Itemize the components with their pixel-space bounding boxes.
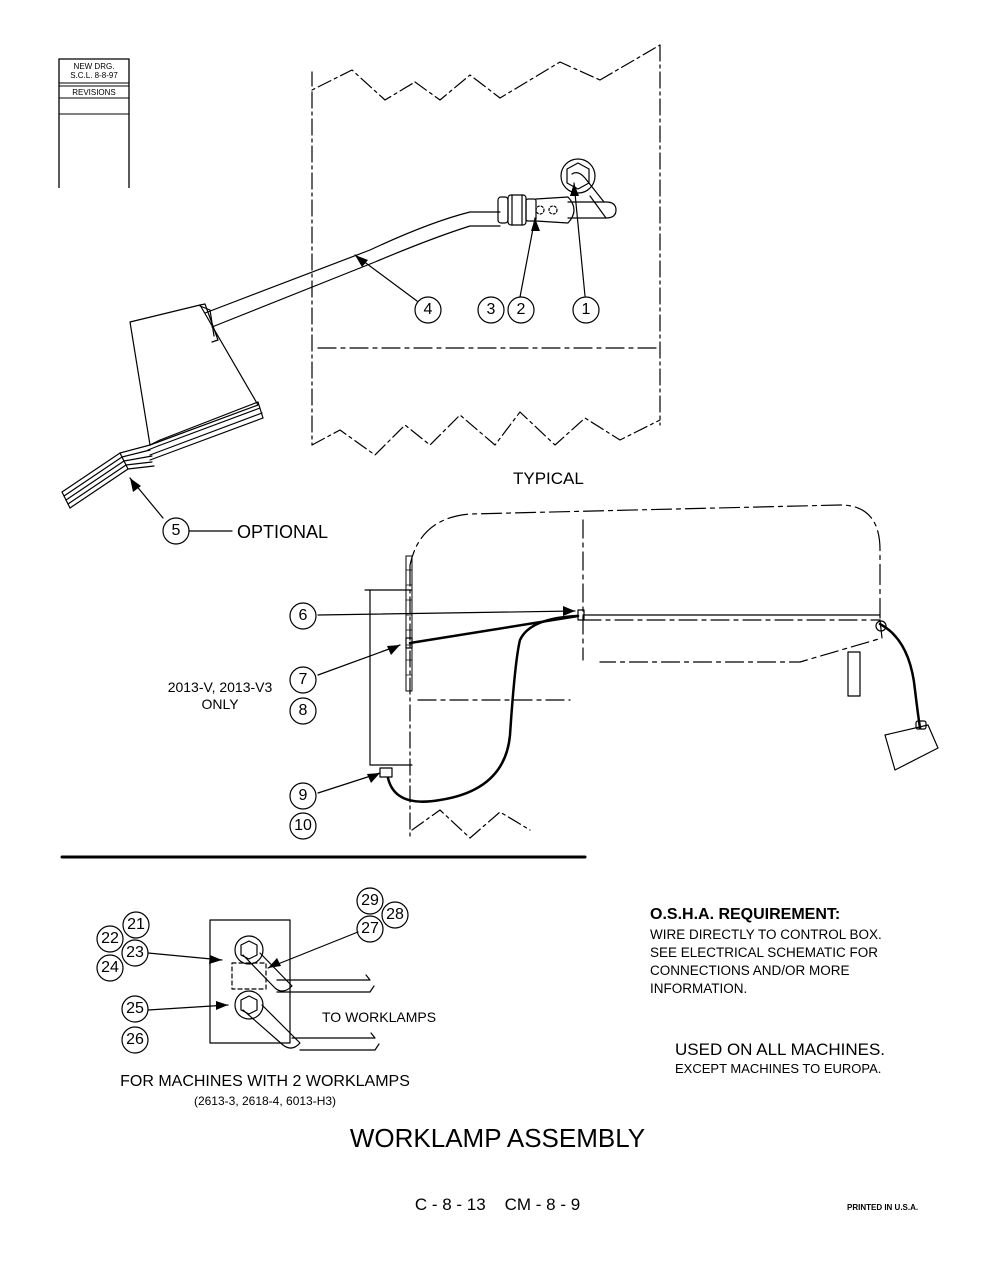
callout-25: 25 <box>126 1000 144 1017</box>
machine-side-outline <box>364 504 883 839</box>
revision-header: REVISIONS <box>72 88 116 97</box>
lamp-arm-tube <box>204 211 501 328</box>
callout-23: 23 <box>126 944 144 961</box>
two-lamps-models: (2613-3, 2618-4, 6013-H3) <box>193 1094 337 1108</box>
callout-6: 6 <box>298 607 308 624</box>
callout-1: 1 <box>581 301 591 318</box>
cable-grommet <box>577 609 585 621</box>
small-lamp <box>875 620 939 771</box>
two-lamps-title: FOR MACHINES WITH 2 WORKLAMPS <box>120 1073 410 1090</box>
callout-circles <box>96 296 600 1054</box>
optional-bracket <box>61 444 155 509</box>
leader-arrowheads-detail <box>209 955 281 1010</box>
callout-27: 27 <box>361 920 379 937</box>
page-title: WORKLAMP ASSEMBLY <box>349 1123 646 1153</box>
leader-arrowheads-side <box>367 606 575 783</box>
label-optional: OPTIONAL <box>237 522 329 542</box>
revision-new-drg: NEW DRG. <box>73 62 115 71</box>
callout-8: 8 <box>298 702 308 719</box>
mounting-panel-top <box>311 44 661 456</box>
page-code: C - 8 - 13 CM - 8 - 9 <box>414 1195 581 1214</box>
usage-line-2: EXCEPT MACHINES TO EUROPA. <box>675 1061 882 1076</box>
callout-26: 26 <box>126 1031 144 1048</box>
revision-block: NEW DRG. S.C.L. 8-8-97 REVISIONS <box>58 58 130 188</box>
printed-in-usa: PRINTED IN U.S.A. <box>847 1203 919 1212</box>
callout-7: 7 <box>298 671 308 688</box>
osha-line-2: SEE ELECTRICAL SCHEMATIC FOR <box>650 945 879 960</box>
label-model-note: 2013-V, 2013-V3 <box>167 679 273 695</box>
osha-line-3: CONNECTIONS AND/OR MORE <box>650 963 850 978</box>
leader-arrowheads-top <box>130 183 579 492</box>
callout-24: 24 <box>101 959 119 976</box>
tube-fitting <box>497 158 617 226</box>
label-to-worklamps: TO WORKLAMPS <box>322 1009 437 1025</box>
callout-5: 5 <box>171 522 181 539</box>
callout-3: 3 <box>486 301 496 318</box>
callout-4: 4 <box>423 301 433 318</box>
dual-switch-plate <box>209 919 380 1051</box>
revision-author-date: S.C.L. 8-8-97 <box>70 71 118 80</box>
lamp-head <box>129 303 264 461</box>
label-model-only: ONLY <box>201 696 239 712</box>
cable-clip <box>405 637 413 649</box>
callout-22: 22 <box>101 930 119 947</box>
usage-line-1: USED ON ALL MACHINES. <box>675 1040 886 1059</box>
cable-fitting <box>379 767 393 778</box>
osha-line-1: WIRE DIRECTLY TO CONTROL BOX. <box>650 927 882 942</box>
callout-21: 21 <box>127 916 145 933</box>
callout-29: 29 <box>361 892 379 909</box>
label-typical: TYPICAL <box>513 469 584 488</box>
callout-10: 10 <box>294 817 312 834</box>
osha-line-4: INFORMATION. <box>650 981 748 996</box>
revision-block-frame <box>58 58 130 188</box>
osha-title: O.S.H.A. REQUIREMENT: <box>650 906 841 923</box>
callout-2: 2 <box>516 301 526 318</box>
callout-28: 28 <box>386 906 404 923</box>
lamp-cable <box>386 614 922 803</box>
hinge-bar <box>405 555 413 692</box>
callout-9: 9 <box>298 787 308 804</box>
